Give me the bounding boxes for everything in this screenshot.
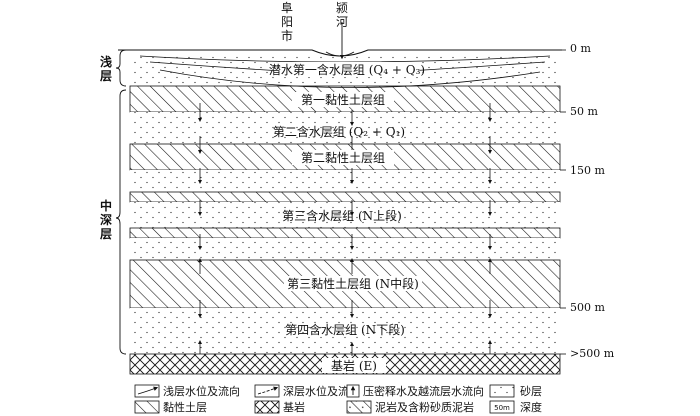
mudstone-swatch xyxy=(346,400,372,414)
depth-label: 0 m xyxy=(570,42,591,55)
layer-label-aquifer-2: 第二含水层组 (Q₂ + Q₁) xyxy=(273,124,405,139)
aquifer-3-clay-lens-2 xyxy=(129,227,561,239)
depth-label: 150 m xyxy=(570,164,605,177)
city-label-char: 市 xyxy=(281,28,293,43)
legend-item-bedrock: 基岩 xyxy=(254,400,305,414)
legend-label: 深层水位及流向 xyxy=(283,384,360,398)
aquifer-2-sand xyxy=(130,112,560,144)
layer-label-bedrock: 基岩 (E) xyxy=(331,358,377,373)
aquifer-3-sand-lower xyxy=(130,238,560,260)
legend-item-depth: 50m 深度 xyxy=(489,400,542,414)
layer-labels: 潜水第一含水层组 (Q₄ + Q₃) 第一黏性土层组 第二含水层组 (Q₂ + … xyxy=(269,62,425,373)
zone-labels: 浅 层 中 深 层 xyxy=(100,54,112,241)
shallow-flow-lower-arc xyxy=(159,69,541,88)
depth-swatch xyxy=(489,400,515,414)
legend-label: 砂层 xyxy=(520,385,542,398)
layer-label-phreatic-aquifer: 潜水第一含水层组 (Q₄ + Q₃) xyxy=(269,62,425,77)
legend-item-shallow-flow: 浅层水位及流向 xyxy=(134,384,240,398)
legend-label: 黏性土层 xyxy=(163,400,207,414)
shallow-flow-icon xyxy=(137,386,159,395)
aquifer-3-sand-upper xyxy=(130,170,560,192)
deep-flow-icon xyxy=(257,386,279,395)
legend-label: 压密释水及越流层水流向 xyxy=(363,384,484,398)
layer-label-aquifer-4: 第四含水层组 (N下段) xyxy=(285,322,405,337)
shallow-zone-brace xyxy=(115,49,127,87)
aquifer-3-clay-lens-1 xyxy=(129,191,561,203)
depth-label: 500 m xyxy=(570,301,605,314)
legend: 浅层水位及流向 深层水位及流向 压密释水及越流层水流向 砂层 黏性土层 基岩 泥… xyxy=(134,384,542,414)
depth-label: >500 m xyxy=(570,347,615,360)
legend-label: 深度 xyxy=(520,400,542,414)
leakage-arrows xyxy=(198,103,492,356)
layer-label-clay-1: 第一黏性土层组 xyxy=(301,93,385,107)
shallow-zone-char: 层 xyxy=(100,69,112,83)
bedrock-swatch xyxy=(254,400,280,414)
shallow-zone-char: 浅 xyxy=(100,54,112,69)
river-label-char: 河 xyxy=(336,15,348,29)
legend-item-sand: 砂层 xyxy=(489,384,542,398)
depth-label: 50 m xyxy=(570,105,598,118)
clay-swatch xyxy=(134,400,160,414)
middle-deep-zone-char: 深 xyxy=(100,212,112,227)
place-labels: 阜 阳 市 颍 河 xyxy=(281,1,348,43)
depth-markers xyxy=(560,49,566,355)
layer-label-aquifer-3: 第三含水层组 (N上段) xyxy=(282,208,402,223)
city-label-char: 阳 xyxy=(281,15,293,29)
layer-label-clay-3: 第三黏性土层组 (N中段) xyxy=(287,276,419,291)
ground-surface xyxy=(118,22,562,60)
layer-label-clay-2: 第二黏性土层组 xyxy=(301,151,385,165)
middle-deep-zone-char: 中 xyxy=(100,198,112,213)
water-table-line xyxy=(139,55,551,63)
legend-label: 泥岩及含粉砂质泥岩 xyxy=(375,400,474,414)
depth-labels: 0 m 50 m 150 m 500 m >500 m xyxy=(570,42,615,360)
depth-swatch-text: 50m xyxy=(494,404,510,412)
zone-braces xyxy=(115,49,127,355)
middle-deep-zone-char: 层 xyxy=(100,227,112,241)
legend-item-deep-flow: 深层水位及流向 xyxy=(254,384,360,398)
legend-label: 基岩 xyxy=(283,400,305,414)
river-label-char: 颍 xyxy=(336,1,348,15)
legend-item-mudstone: 泥岩及含粉砂质泥岩 xyxy=(346,400,474,414)
legend-label: 浅层水位及流向 xyxy=(163,384,240,398)
legend-item-leakage: 压密释水及越流层水流向 xyxy=(346,384,484,398)
city-label-char: 阜 xyxy=(281,1,293,15)
sand-swatch xyxy=(489,384,515,398)
middle-deep-zone-brace xyxy=(115,89,127,355)
legend-item-clay: 黏性土层 xyxy=(134,400,207,414)
